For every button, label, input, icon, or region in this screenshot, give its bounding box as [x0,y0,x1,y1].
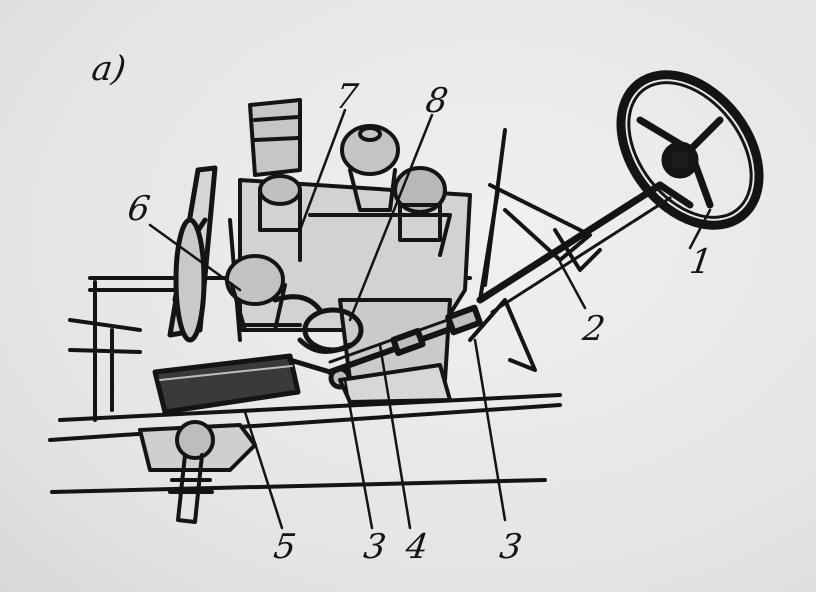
pump [225,254,302,332]
radiator [167,165,218,343]
callout-2: 2 [580,309,608,349]
callout-7: 7 [333,77,361,117]
intermediate-shaft [327,304,483,375]
engine-accessories [248,98,447,242]
panel-label: а) [89,49,129,89]
frame-rails [48,276,562,494]
callout-4: 4 [403,527,431,567]
front-axle-bracket [138,420,257,524]
steering-wheel [616,70,764,230]
hose-loop [272,294,364,354]
leader-lines [148,108,712,530]
steering-column [476,181,672,314]
power-cylinder [152,353,352,415]
